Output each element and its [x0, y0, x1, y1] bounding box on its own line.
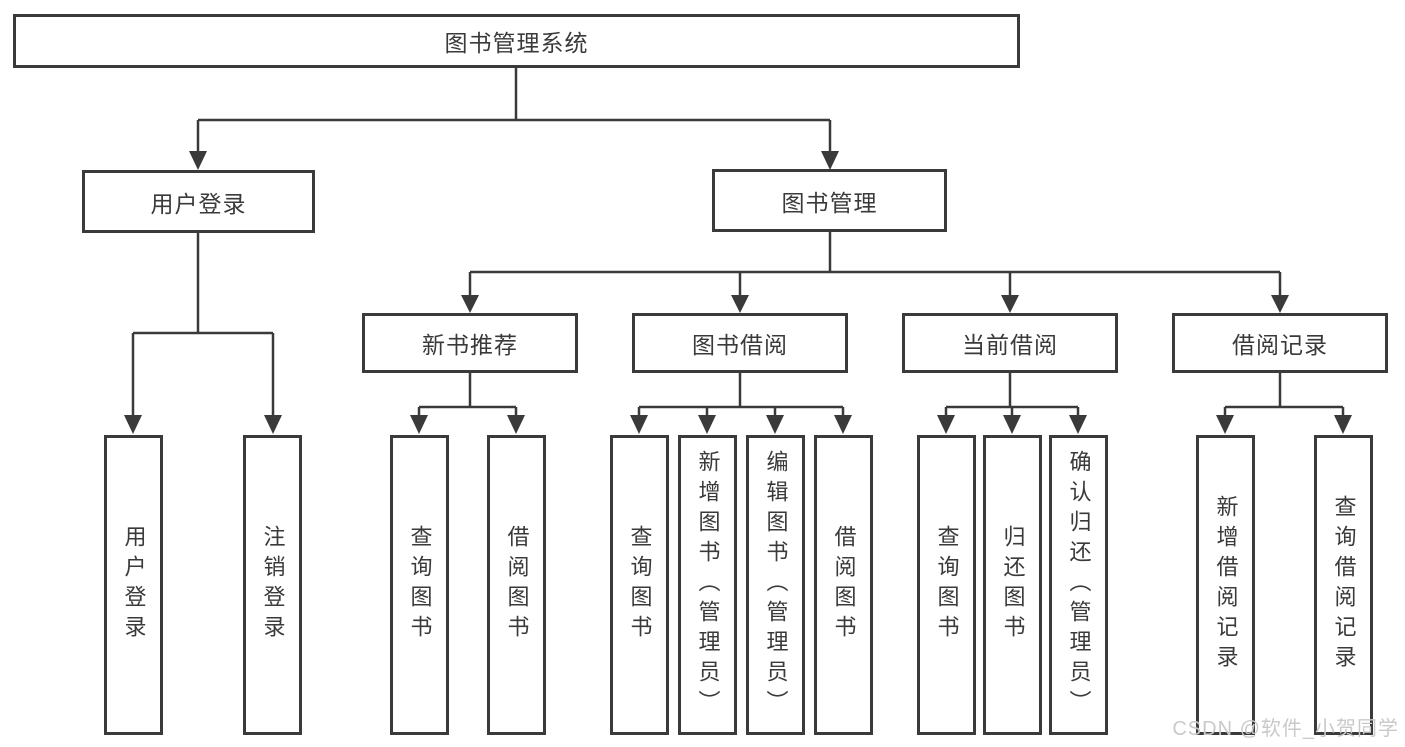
node-current-borrowing-label: 当前借阅: [962, 332, 1058, 358]
leaf-label: 查询图书: [627, 525, 653, 645]
node-new-book-recommend: 新书推荐: [362, 313, 578, 373]
node-newbooks-borrow-books: 借阅图书: [487, 435, 546, 735]
node-current-borrowing: 当前借阅: [902, 313, 1118, 373]
leaf-label: 查询图书: [934, 525, 960, 645]
node-current-return-books: 归还图书: [983, 435, 1042, 735]
leaf-label: 借阅图书: [831, 525, 857, 645]
leaf-label: 归还图书: [1000, 525, 1026, 645]
node-current-confirm-return-admin: 确认归还（管理员）: [1049, 435, 1108, 735]
node-book-borrowing: 图书借阅: [632, 313, 848, 373]
leaf-label: 查询图书: [407, 525, 433, 645]
node-newbooks-query-books: 查询图书: [390, 435, 449, 735]
leaf-label: 新增借阅记录: [1213, 495, 1239, 675]
leaf-label: 新增图书（管理员）: [695, 450, 721, 720]
leaf-label: 查询借阅记录: [1331, 495, 1357, 675]
node-records-query-record: 查询借阅记录: [1314, 435, 1373, 735]
node-root-system: 图书管理系统: [13, 14, 1020, 68]
node-borrowing-records: 借阅记录: [1172, 313, 1388, 373]
node-user-login: 用户登录: [82, 170, 315, 233]
leaf-label: 编辑图书（管理员）: [763, 450, 789, 720]
node-borrow-add-books-admin: 新增图书（管理员）: [678, 435, 737, 735]
node-user-login-leaf: 用户登录: [104, 435, 163, 735]
leaf-label: 确认归还（管理员）: [1066, 450, 1092, 720]
node-book-management: 图书管理: [712, 169, 947, 232]
node-new-book-recommend-label: 新书推荐: [422, 332, 518, 358]
node-logout-leaf: 注销登录: [243, 435, 302, 735]
leaf-label: 用户登录: [121, 525, 147, 645]
node-root-label: 图书管理系统: [444, 30, 589, 56]
csdn-watermark: CSDN @软件_小贺同学: [1172, 718, 1399, 740]
node-book-borrowing-label: 图书借阅: [692, 332, 788, 358]
node-records-add-record: 新增借阅记录: [1196, 435, 1255, 735]
arrowhead-icons: [124, 151, 1352, 434]
leaf-label: 借阅图书: [504, 525, 530, 645]
node-borrow-borrow-books: 借阅图书: [814, 435, 873, 735]
node-book-management-label: 图书管理: [781, 189, 878, 216]
node-borrow-edit-books-admin: 编辑图书（管理员）: [746, 435, 805, 735]
node-borrow-query-books: 查询图书: [610, 435, 669, 735]
leaf-label: 注销登录: [260, 525, 286, 645]
node-current-query-books: 查询图书: [917, 435, 976, 735]
node-borrowing-records-label: 借阅记录: [1232, 332, 1328, 358]
node-user-login-label: 用户登录: [150, 190, 247, 217]
